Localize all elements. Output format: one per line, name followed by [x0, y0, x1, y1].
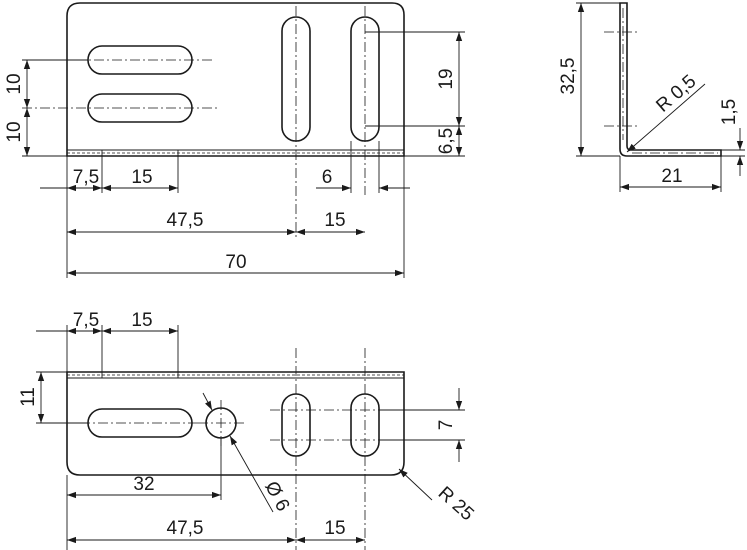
top-view: 10 10 7,5 15 6 19 6,5 47,5 15 70 — [4, 2, 465, 278]
dim-label-6: 6 — [322, 167, 333, 188]
leader-dia-6-out — [229, 435, 274, 513]
side-view-profile — [619, 2, 722, 157]
leader-r-0-5 — [626, 83, 706, 153]
dim-label-32-5: 32,5 — [558, 58, 579, 95]
dim-label-6-5: 6,5 — [436, 128, 457, 154]
dim-label-bottom-7-5: 7,5 — [73, 310, 99, 331]
dim-label-r-25: R 25 — [434, 483, 478, 525]
dim-label-1-5: 1,5 — [719, 99, 740, 125]
dim-label-70: 70 — [225, 252, 246, 273]
dim-label-11: 11 — [18, 387, 39, 407]
bottom-view-outline — [66, 371, 405, 476]
dim-label-32: 32 — [133, 474, 154, 495]
top-view-outline — [66, 2, 405, 157]
dim-label-bottom-15-right: 15 — [324, 518, 345, 539]
dim-label-47-5: 47,5 — [167, 210, 204, 231]
dim-label-15-right: 15 — [324, 210, 345, 231]
bottom-view: 7,5 15 11 7 32 Ø 6 47,5 15 R 25 — [18, 310, 478, 550]
dim-label-bottom-47-5: 47,5 — [167, 518, 204, 539]
dim-label-19: 19 — [436, 68, 457, 89]
dim-label-10-upper: 10 — [4, 73, 25, 94]
dim-label-15-left: 15 — [131, 167, 152, 188]
leader-dia-6-in — [202, 392, 213, 411]
side-view: 32,5 R 0,5 1,5 21 — [558, 2, 745, 192]
dim-label-bottom-15-left: 15 — [131, 310, 152, 331]
dim-label-21: 21 — [661, 166, 682, 187]
dim-label-10-lower: 10 — [4, 121, 25, 142]
dim-label-7: 7 — [436, 420, 457, 431]
dim-label-dia-6: Ø 6 — [260, 478, 293, 515]
leader-r-25 — [398, 468, 433, 501]
dim-label-7-5: 7,5 — [73, 167, 99, 188]
